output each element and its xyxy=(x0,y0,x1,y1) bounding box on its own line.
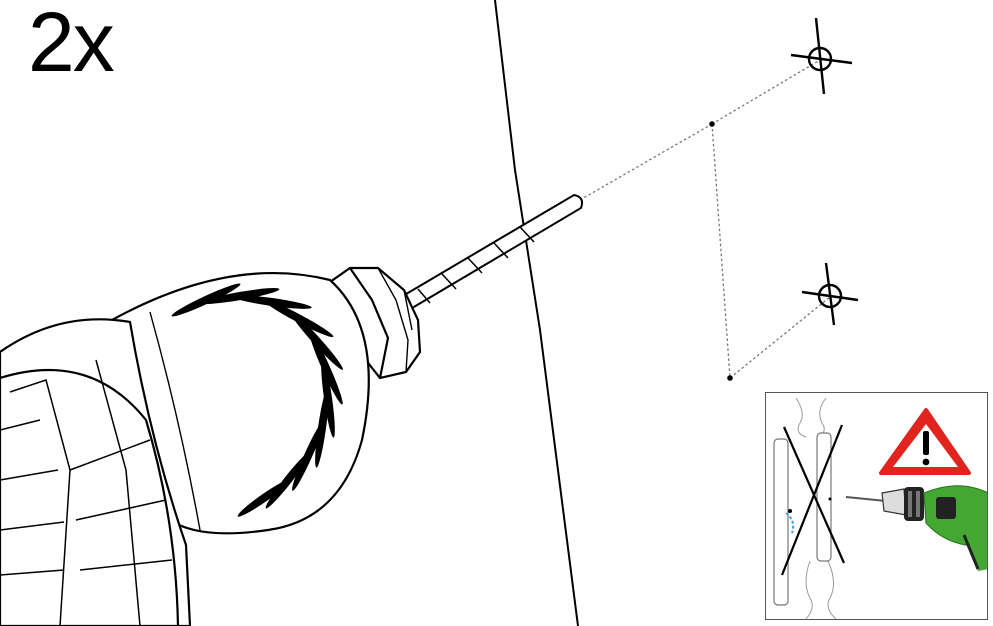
green-drill-icon xyxy=(845,485,987,571)
guide-point-bottom xyxy=(727,375,733,381)
crossed-out-pipes-icon xyxy=(773,424,846,606)
warning-inset xyxy=(765,392,988,620)
crosshair-icon-top xyxy=(790,17,853,95)
collar-ribs xyxy=(171,283,343,517)
guide-point-top xyxy=(709,121,715,127)
quantity-label: 2x xyxy=(28,0,115,89)
wall-edge-line xyxy=(494,0,579,626)
warning-triangle-icon xyxy=(879,408,971,475)
crosshair-icon-bottom xyxy=(801,262,859,326)
drill-body xyxy=(0,318,192,626)
drill-bit xyxy=(394,193,584,316)
warning-inset-drawing xyxy=(773,397,987,619)
guide-lines xyxy=(579,59,831,379)
